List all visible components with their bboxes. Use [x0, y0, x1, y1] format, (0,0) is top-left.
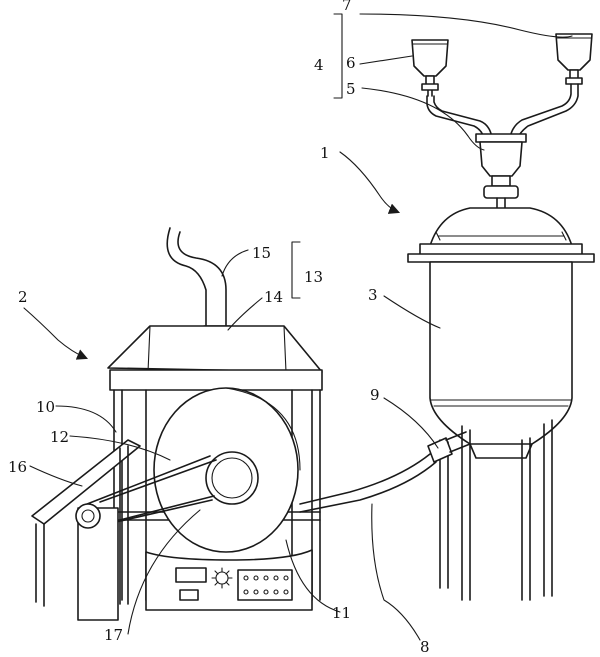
label-12: 12 [50, 428, 69, 446]
feed-pipes [426, 83, 579, 139]
valve-9 [427, 431, 471, 463]
label-10: 10 [36, 398, 55, 416]
hood-14 [107, 325, 323, 373]
bracket-13 [291, 241, 301, 299]
leader-15 [221, 249, 249, 277]
label-3: 3 [368, 286, 378, 304]
label-6: 6 [346, 54, 356, 72]
arrow-1 [339, 151, 401, 214]
leader-8 [371, 503, 421, 641]
tank-legs [439, 419, 553, 601]
leader-7 [359, 13, 573, 38]
hose-8 [299, 453, 437, 513]
leader-17 [127, 509, 201, 635]
leader-14 [227, 297, 263, 331]
leader-16 [29, 465, 83, 487]
hopper-6 [411, 39, 449, 97]
arrow-2 [23, 307, 89, 360]
label-2: 2 [18, 288, 28, 306]
leader-10 [55, 405, 117, 433]
label-11: 11 [332, 604, 351, 622]
hopper-7 [555, 33, 593, 85]
callout-labels: 7 4 6 5 1 15 13 14 2 3 9 10 12 16 17 11 … [8, 0, 430, 656]
label-4: 4 [314, 56, 324, 74]
bracket-4 [333, 13, 343, 99]
motor-box [75, 503, 119, 621]
leader-5 [361, 87, 485, 151]
belts [81, 455, 217, 529]
label-8: 8 [420, 638, 430, 656]
control-box-11 [145, 549, 313, 611]
conveyor-16 [31, 439, 141, 607]
label-1: 1 [320, 144, 330, 162]
label-17: 17 [104, 626, 123, 644]
label-14: 14 [264, 288, 283, 306]
leader-3 [383, 295, 441, 329]
label-15: 15 [252, 244, 271, 262]
label-13: 13 [304, 268, 323, 286]
leader-9 [383, 397, 439, 449]
leader-lines [23, 13, 573, 641]
label-9: 9 [370, 386, 380, 404]
leader-6 [359, 55, 413, 65]
pulley-17 [205, 451, 259, 505]
leader-12 [69, 435, 171, 461]
tank-3 [407, 207, 595, 459]
mixer-5 [475, 133, 527, 211]
label-16: 16 [8, 458, 27, 476]
label-7: 7 [342, 0, 352, 14]
exhaust-13 [166, 227, 231, 343]
label-5: 5 [346, 80, 356, 98]
leader-11 [285, 539, 341, 613]
